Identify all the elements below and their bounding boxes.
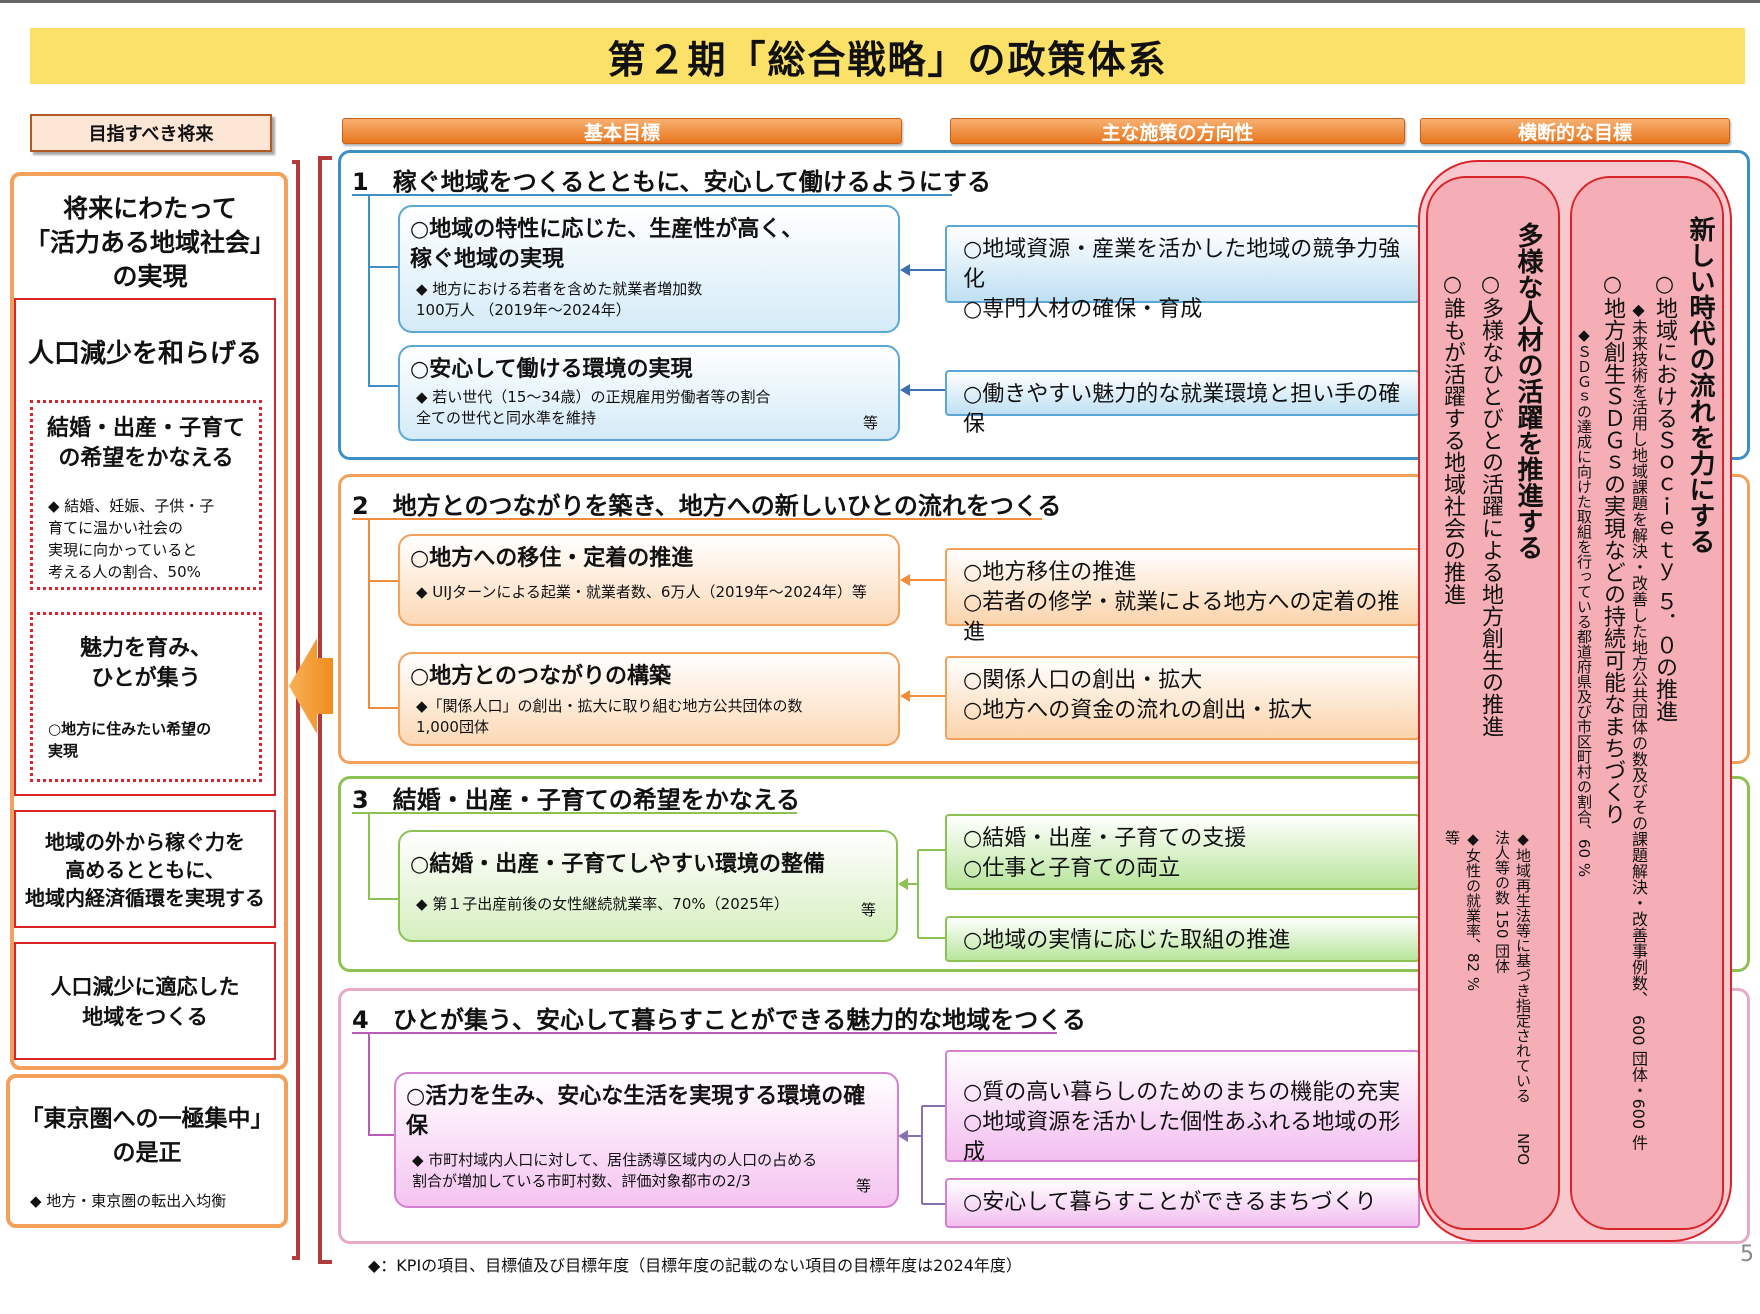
goal-1-box	[338, 150, 1750, 460]
etc-label: 等	[860, 901, 876, 919]
sub-kpi: ◆ 若い世代（15～34歳）の正規雇用労働者等の割合 全ての世代と同水準を維持	[416, 388, 771, 427]
sub-title: ○地域の特性に応じた、生産性が高く、 稼ぐ地域の実現	[410, 217, 804, 272]
page-title: 第２期「総合戦略」の政策体系	[30, 28, 1745, 84]
goal-3-underline	[352, 812, 797, 814]
goal-2-box	[338, 474, 1750, 764]
sub-kpi: ◆ UIJターンによる起業・就業者数、6万人（2019年～2024年）等	[416, 583, 867, 601]
cross-2-kpi-2: ◆ＳＤＧｓの達成に向けた取組を行っている都道府県及び市区町村の割合、60 %	[1575, 326, 1593, 878]
connector	[368, 707, 398, 709]
economy-box	[14, 810, 276, 928]
sub-kpi: ◆ 第１子出産前後の女性継続就業率、70%（2025年）	[416, 895, 789, 913]
footnote: ◆：KPIの項目、目標値及び目標年度（目標年度の記載のない項目の目標年度は202…	[368, 1256, 1022, 1275]
goal-3-policy-1: ○結婚・出産・子育ての支援 ○仕事と子育ての両立	[945, 814, 1420, 890]
goal-3-arrows	[898, 849, 945, 939]
adapt-text: 人口減少に適応した 地域をつくる	[50, 975, 240, 1029]
goal-2-policy-1: ○地方移住の推進 ○若者の修学・就業による地方への定着の推進	[945, 548, 1420, 645]
connector	[368, 580, 398, 582]
sub-kpi: ◆「関係人口」の創出・拡大に取り組む地方公共団体の数 1,000団体	[416, 697, 803, 736]
basic-goal-header: 基本目標	[342, 118, 902, 144]
goal-1-policy-2: ○働きやすい魅力的な就業環境と担い手の確保	[945, 370, 1420, 437]
cross-1-item-2: ○誰もが活躍する地域社会の推進	[1440, 272, 1465, 605]
goal-4-underline	[352, 1032, 1057, 1034]
cross-2-item-2: ○地方創生ＳＤＧｓの実現などの持続可能なまちづくり	[1600, 272, 1625, 825]
page-number: 5	[1740, 1242, 1754, 1267]
goal-4-policy-1: ○質の高い暮らしのためのまちの機能の充実 ○地域資源を活かした個性あふれる地域の…	[945, 1050, 1420, 1165]
connector	[368, 1034, 370, 1136]
pop-reduce-title: 人口減少を和らげる	[27, 339, 262, 369]
goal-3-title: 3 結婚・出産・子育ての希望をかなえる	[352, 786, 800, 814]
goal-1-title: 1 稼ぐ地域をつくるとともに、安心して働けるようにする	[352, 168, 992, 196]
future-header: 目指すべき将来	[30, 114, 272, 152]
economy-text: 地域の外から稼ぐ力を 高めるとともに、 地域内経済循環を実現する	[25, 830, 265, 910]
hope-kpi: ◆ 結婚、妊娠、子供・子 育てに温かい社会の 実現に向かっていると 考える人の割…	[48, 497, 215, 581]
cross-1-item-1: ○多様なひとびとの活躍による地方創生の推進	[1478, 272, 1503, 737]
connector	[368, 1134, 394, 1136]
goal-4-box	[338, 988, 1750, 1244]
connector	[368, 266, 398, 268]
sub-kpi: ◆ 地方における若者を含めた就業者増加数 100万人 （2019年～2024年）	[416, 280, 703, 319]
sub-title: ○安心して働ける環境の実現	[410, 357, 693, 382]
connector	[368, 196, 370, 386]
adapt-box	[14, 942, 276, 1060]
goal-1-policy-1: ○地域資源・産業を活かした地域の競争力強化 ○専門人材の確保・育成	[945, 225, 1420, 322]
goal-4-title: 4 ひとが集う、安心して暮らすことができる魅力的な地域をつくる	[352, 1006, 1086, 1034]
big-left-arrow	[289, 638, 333, 734]
goal-3-policy-2: ○地域の実情に応じた取組の推進	[945, 916, 1420, 962]
cross-panel-newera	[1570, 176, 1724, 1230]
cross-1-kpi-1: ◆地域再生法等に基づき指定されている NPO法人等の数 150 団体	[1493, 830, 1532, 1166]
cross-2-kpi-1: ◆未来技術を活用し地域課題を解決・改善した地方公共団体の数及びその課題解決・改善…	[1629, 300, 1648, 1151]
goal-2-sub-2: ○地方とのつながりの構築 ◆「関係人口」の創出・拡大に取り組む地方公共団体の数 …	[398, 652, 900, 746]
goal-2-arrows	[900, 574, 945, 702]
connector	[368, 898, 398, 900]
goal-1-sub-1: ○地域の特性に応じた、生産性が高く、 稼ぐ地域の実現 ◆ 地方における若者を含め…	[398, 205, 900, 333]
goal-4-arrows	[898, 1105, 945, 1205]
goal-2-underline	[352, 518, 1042, 520]
goal-2-title: 2 地方とのつながりを築き、地方への新しいひとの流れをつくる	[352, 492, 1062, 520]
attract-title: 魅力を育み、 ひとが集う	[79, 636, 212, 691]
sub-title: ○地方への移住・定着の推進	[410, 546, 694, 571]
goal-4-policy-2: ○安心して暮らすことができるまちづくり	[945, 1178, 1420, 1228]
goal-1-arrows	[900, 264, 945, 396]
top-rule	[0, 0, 1760, 3]
tokyo-title: 「東京圏への一極集中」 の是正	[20, 1106, 274, 1166]
tokyo-kpi: ◆ 地方・東京圏の転出入均衡	[30, 1192, 227, 1210]
sub-kpi: ◆ 市町村域内人口に対して、居住誘導区域内の人口の占める 割合が増加している市町…	[412, 1151, 818, 1190]
goal-3-box	[338, 776, 1750, 972]
cross-goal-header: 横断的な目標	[1420, 118, 1730, 144]
tokyo-box	[6, 1074, 288, 1228]
policy-direction-header: 主な施策の方向性	[950, 118, 1405, 144]
hope-box	[30, 400, 262, 590]
cross-1-kpi-2: ◆女性の就業率、82 % 等	[1443, 830, 1482, 1097]
goal-2-sub-1: ○地方への移住・定着の推進 ◆ UIJターンによる起業・就業者数、6万人（201…	[398, 534, 900, 626]
future-main-text: 将来にわたって 「活力ある地域社会」 の実現	[24, 194, 275, 291]
attract-kpi: ○地方に住みたい希望の 実現	[48, 720, 212, 760]
etc-label: 等	[855, 1177, 871, 1195]
sub-title: ○結婚・出産・子育てしやすい環境の整備	[410, 852, 825, 877]
goal-3-sub-1: ○結婚・出産・子育てしやすい環境の整備 ◆ 第１子出産前後の女性継続就業率、70…	[398, 830, 898, 942]
sub-title: ○地方とのつながりの構築	[410, 664, 671, 689]
cross-panel-diverse	[1426, 176, 1560, 1230]
sub-title: ○活力を生み、安心な生活を実現する環境の確保	[406, 1084, 866, 1139]
cross-2-title: 新しい時代の流れを力にする	[1685, 216, 1715, 554]
attract-box	[30, 612, 262, 782]
goal-4-sub-1: ○活力を生み、安心な生活を実現する環境の確保 ◆ 市町村域内人口に対して、居住誘…	[394, 1072, 899, 1208]
goal-1-underline	[352, 194, 952, 196]
etc-label: 等	[862, 414, 878, 432]
connector	[368, 385, 398, 387]
goal-1-sub-2: ○安心して働ける環境の実現 ◆ 若い世代（15～34歳）の正規雇用労働者等の割合…	[398, 345, 900, 441]
cross-2-item-1: ○地域におけるＳｏｃｉｅｔｙ ５．０の推進	[1652, 272, 1677, 722]
cross-1-title: 多様な人材の活躍を推進する	[1513, 222, 1543, 560]
goal-2-policy-2: ○関係人口の創出・拡大 ○地方への資金の流れの創出・拡大	[945, 656, 1420, 740]
hope-title: 結婚・出産・子育て の希望をかなえる	[46, 416, 245, 471]
connector	[368, 814, 370, 900]
connector	[368, 520, 370, 708]
